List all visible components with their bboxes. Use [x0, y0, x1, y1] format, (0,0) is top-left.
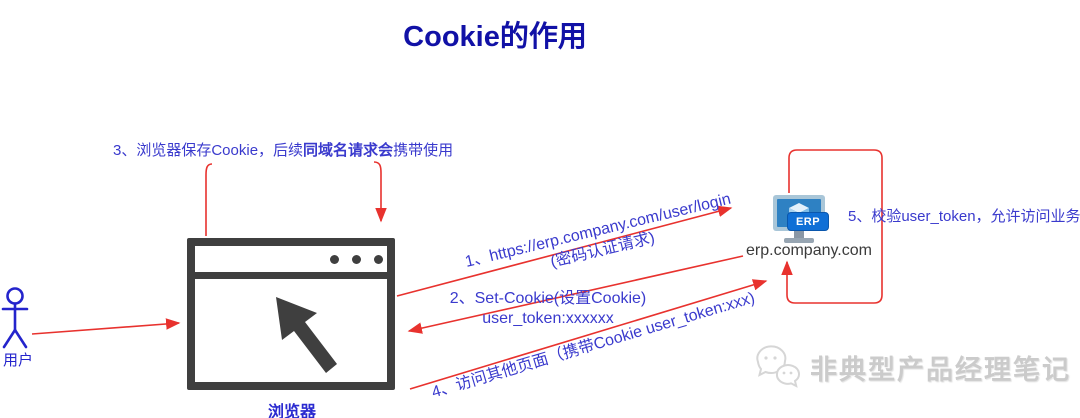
- arrow-set-cookie: [407, 255, 744, 334]
- step2-setcookie: 2、Set-Cookie(设置Cookie): [449, 290, 647, 307]
- step3-annotation: 3、浏览器保存Cookie，后续同域名请求会携带使用: [113, 139, 453, 160]
- watermark-text: 非典型产品经理笔记: [810, 354, 1071, 385]
- connector-step3-left: [205, 163, 213, 236]
- window-dot-icon: [374, 254, 383, 264]
- arrow-login-request: [396, 205, 733, 297]
- step2-token: user_token:xxxxxx: [482, 310, 614, 327]
- step3-text-prefix: 3、浏览器保存Cookie，后续: [113, 142, 304, 159]
- erp-badge: ERP: [787, 212, 829, 231]
- user-icon: [1, 287, 29, 349]
- window-dot-icon: [352, 254, 361, 264]
- browser-icon: [187, 238, 395, 390]
- server-domain-label: erp.company.com: [746, 242, 872, 259]
- wechat-logo-icon: [756, 345, 800, 388]
- watermark: 非典型产品经理笔记: [752, 344, 1071, 390]
- browser-titlebar: [195, 246, 387, 279]
- cursor-icon: [276, 297, 337, 373]
- arrow-validate-token-loop: [781, 149, 883, 304]
- arrow-user-to-browser: [31, 318, 181, 335]
- step3-text-bold: 同域名请求会: [303, 142, 394, 159]
- step5-annotation: 5、校验user_token，允许访问业务: [848, 208, 1080, 225]
- browser-label: 浏览器: [267, 404, 316, 418]
- connector-step3-right-arrow: [373, 161, 387, 223]
- step3-text-suffix: 携带使用: [393, 142, 454, 159]
- window-dot-icon: [330, 254, 339, 264]
- user-label: 用户: [2, 352, 33, 369]
- page-title: Cookie的作用: [403, 21, 587, 53]
- step2-annotation: 2、Set-Cookie(设置Cookie) user_token:xxxxxx: [428, 289, 668, 329]
- arrow-visit-other-pages: [409, 279, 768, 390]
